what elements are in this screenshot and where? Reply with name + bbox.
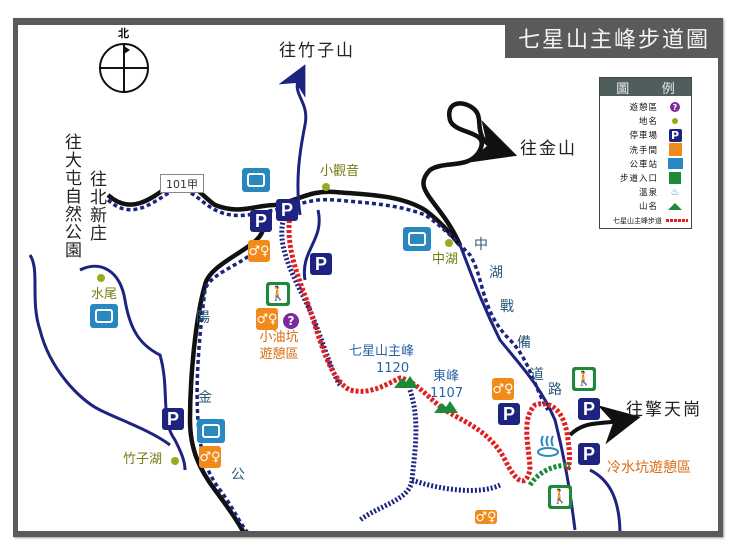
- rest-area-xiaoyoukeng: 小油坑遊憩區: [259, 330, 299, 362]
- bus-stop-icon: [667, 158, 683, 170]
- compass-icon: [99, 43, 149, 93]
- trail-entrance-icon: 🚶: [572, 367, 596, 391]
- place-dot-icon: [97, 274, 105, 282]
- trail-entrance-icon: 🚶: [548, 485, 572, 509]
- road-char: 備: [517, 335, 531, 351]
- legend-item-mountain: 山名: [600, 199, 691, 213]
- road-char: 道: [530, 367, 544, 383]
- road-char: 湖: [489, 265, 503, 281]
- place-dot-icon: [171, 457, 179, 465]
- restroom-icon: ♂♀: [248, 240, 270, 262]
- rest-area-lengshuikeng: 冷水坑遊憩區: [607, 460, 691, 476]
- dest-qingtiangang: 往擎天崗: [626, 400, 702, 420]
- dest-jinshan: 往金山: [520, 139, 577, 159]
- restroom-icon: ♂♀: [256, 308, 278, 330]
- legend-item-hot-spring: 溫泉♨: [638, 186, 680, 199]
- place-dot-icon: [445, 239, 453, 247]
- legend-header: 圖 例: [600, 78, 691, 97]
- road-char: 金: [198, 390, 212, 406]
- mountain-icon: [668, 202, 682, 210]
- road-char: 中: [474, 237, 488, 253]
- peak-elevation-dongfeng: 1107: [430, 386, 464, 401]
- trail-entrance-icon: 🚶: [266, 282, 290, 306]
- legend-item-bus-stop: 公車站: [600, 157, 691, 171]
- parking-icon: P: [276, 199, 298, 221]
- parking-icon: P: [162, 408, 184, 430]
- restroom-icon: ♂♀: [199, 446, 221, 468]
- parking-icon: P: [668, 128, 682, 142]
- peak-name-dongfeng: 東峰: [433, 369, 460, 384]
- bus-stop-icon: [197, 419, 225, 443]
- mountain-icon: [394, 376, 418, 388]
- legend-header-char: 例: [661, 81, 675, 97]
- trail-entrance-icon: [669, 172, 681, 185]
- restroom-icon: ♂♀: [475, 509, 497, 525]
- bus-stop-icon: [242, 168, 270, 192]
- legend-item-trail-entrance: 步道入口: [600, 171, 691, 185]
- bus-stop-icon: [90, 304, 118, 328]
- road-char: 陽: [196, 310, 210, 326]
- compass-north-label: 北: [118, 27, 129, 40]
- trail-line-icon: [666, 219, 688, 223]
- mountain-icon: [434, 401, 458, 413]
- bus-stop-icon: [403, 227, 431, 251]
- dest-datun: 往大屯自然公園: [61, 133, 81, 259]
- peak-name-qixing: 七星山主峰: [349, 344, 415, 359]
- parking-icon: P: [498, 403, 520, 425]
- legend-item-trail: 七星山主峰步道: [600, 214, 691, 228]
- parking-icon: P: [310, 253, 332, 275]
- road-char: 戰: [500, 299, 514, 315]
- road-char: 路: [548, 382, 562, 398]
- dest-zhuzishan: 往竹子山: [279, 41, 355, 61]
- rest-area-icon: ?: [670, 102, 680, 113]
- place-xiaoguanyin: 小觀音: [320, 164, 360, 179]
- dest-beixinzhuang: 往北新庄: [86, 170, 106, 242]
- legend-item-restroom: 洗手間: [600, 143, 691, 157]
- place-dot-icon: [672, 118, 678, 125]
- place-shuiwei: 水尾: [91, 287, 118, 302]
- place-zhuzihu: 竹子湖: [123, 452, 163, 467]
- rest-area-icon: ?: [283, 313, 299, 329]
- restroom-icon: ♂♀: [492, 378, 514, 400]
- legend-header-char: 圖: [616, 81, 630, 97]
- restroom-icon: [668, 143, 682, 157]
- hot-spring-icon: [537, 435, 559, 457]
- peak-elevation-qixing: 1120: [376, 361, 410, 376]
- parking-icon: P: [250, 210, 272, 232]
- road-sign-101: 101甲: [160, 174, 204, 193]
- place-dot-icon: [322, 183, 330, 191]
- parking-icon: P: [578, 443, 600, 465]
- map-title: 七星山主峰步道圖: [505, 18, 723, 58]
- place-zhonghu: 中湖: [432, 252, 459, 267]
- legend-item-rest-area: 遊憩區?: [600, 100, 691, 114]
- road-char: 公: [231, 467, 245, 483]
- parking-icon: P: [578, 398, 600, 420]
- legend-item-place: 地名: [600, 114, 691, 128]
- hot-spring-icon: ♨: [670, 186, 680, 198]
